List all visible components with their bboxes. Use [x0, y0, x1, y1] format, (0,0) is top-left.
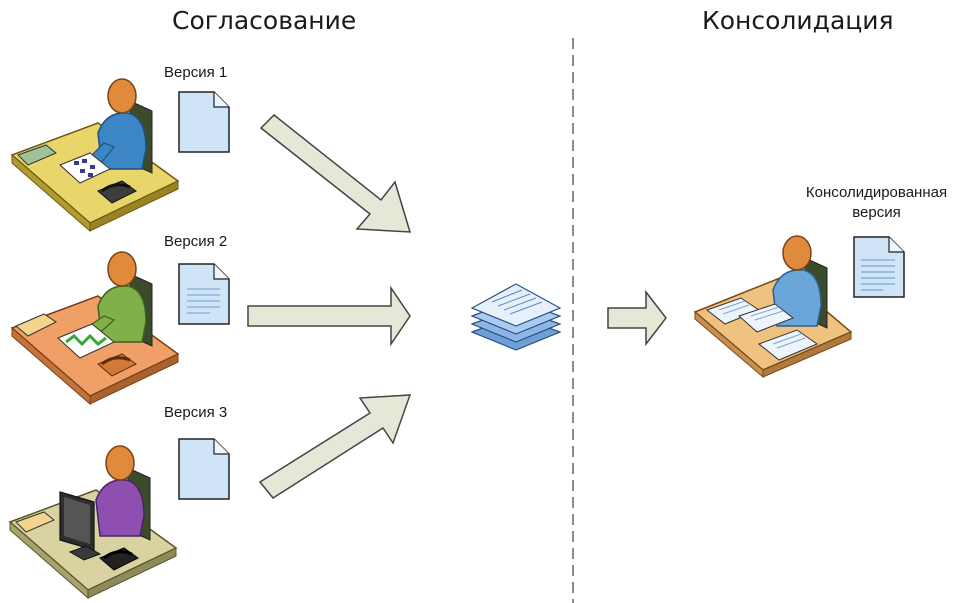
document-icon-version-3: [178, 438, 230, 500]
consolidation-worker-illustration: [693, 235, 853, 379]
worker-2-illustration: [10, 251, 180, 406]
document-stack-icon: [470, 283, 562, 351]
document-icon-version-1: [178, 91, 230, 153]
section-title-approval: Согласование: [172, 6, 357, 35]
document-icon-version-2: [178, 263, 230, 325]
version-1-label: Версия 1: [164, 64, 228, 81]
section-title-consolidation: Консолидация: [702, 6, 894, 35]
version-2-label: Версия 2: [164, 233, 228, 250]
worker-3-illustration: [8, 445, 178, 600]
document-icon-consolidated: [853, 236, 905, 298]
version-3-label: Версия 3: [164, 404, 228, 421]
worker-1-illustration: [10, 78, 180, 233]
consolidated-version-label: Консолидированная версия: [779, 183, 968, 223]
consolidated-label-line2: версия: [852, 204, 901, 221]
consolidated-label-line1: Консолидированная: [805, 184, 948, 201]
